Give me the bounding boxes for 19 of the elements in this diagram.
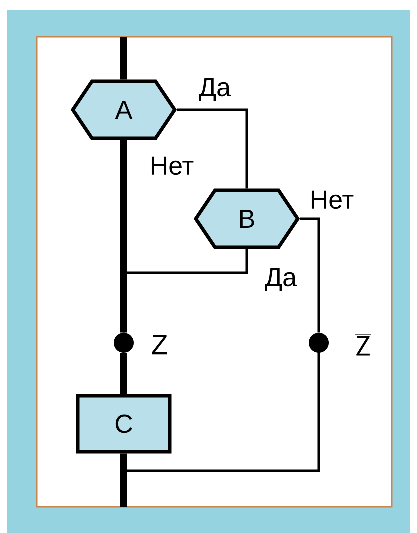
connector: [120, 37, 128, 80]
signal-label: $\overline{\mathsf{Z}}$: [355, 334, 372, 356]
edge-label: Нет: [308, 190, 356, 210]
connector: [127, 353, 320, 472]
decision-hexagon: B: [194, 188, 300, 250]
signal-label: Z: [152, 335, 168, 355]
edge-label: Да: [264, 267, 298, 293]
connector: [177, 108, 248, 189]
connector: [120, 454, 128, 507]
junction-dot: [309, 333, 329, 353]
decision-hexagon: A: [70, 80, 178, 140]
edge-label: Да: [198, 77, 232, 103]
process-box: C: [76, 394, 172, 454]
edge-label: Нет: [148, 156, 196, 176]
junction-dot: [114, 333, 134, 353]
connector: [120, 353, 128, 394]
connector: [122, 249, 248, 333]
connector: [300, 218, 320, 333]
connector: [120, 140, 128, 333]
